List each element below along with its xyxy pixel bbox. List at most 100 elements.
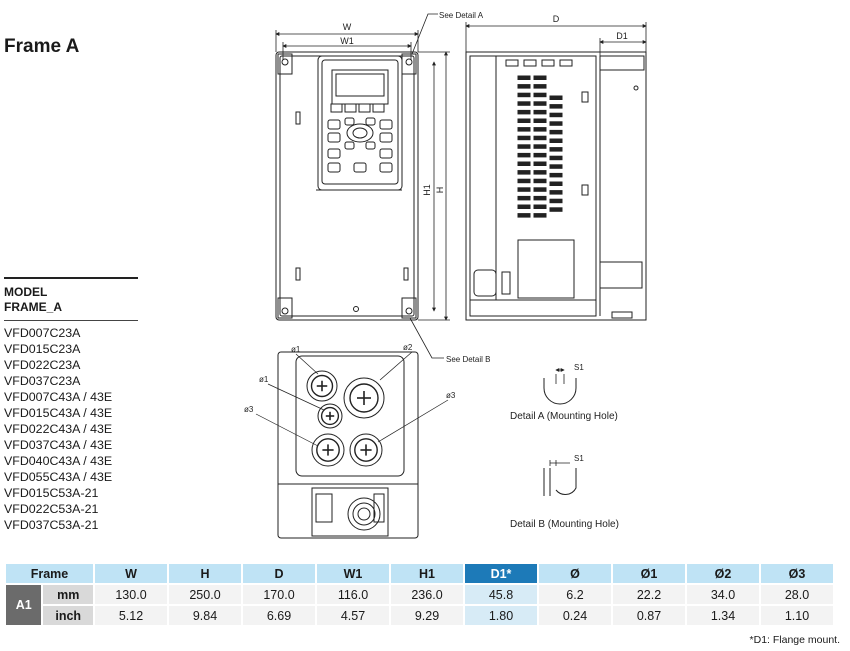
vent-slot — [533, 118, 547, 123]
dim-d-label: D — [553, 14, 560, 24]
detail-a-caption: Detail A (Mounting Hole) — [510, 411, 618, 422]
table-cell: 130.0 — [95, 585, 167, 604]
vent-slot — [533, 187, 547, 192]
vent-slot — [533, 161, 547, 166]
gland-inner — [310, 374, 334, 398]
divider — [4, 320, 138, 321]
table-cell: 9.29 — [391, 606, 463, 625]
front-view — [275, 51, 419, 321]
vent-slot — [517, 144, 531, 149]
vent-slot — [549, 147, 563, 152]
table-row: inch 5.12 9.84 6.69 4.57 9.29 1.80 0.24 … — [6, 606, 833, 625]
vent-slot — [517, 213, 531, 218]
model-list-block: MODEL FRAME_A VFD007C23A VFD015C23A VFD0… — [4, 277, 138, 533]
vent-slot — [549, 112, 563, 118]
vent-slot — [549, 198, 563, 204]
detail-b-caption: Detail B (Mounting Hole) — [510, 519, 619, 530]
gland-circle — [317, 403, 343, 429]
table-row: A1 mm 130.0 250.0 170.0 116.0 236.0 45.8… — [6, 585, 833, 625]
dim-h-label: H — [435, 187, 445, 194]
phi1-label: ø1 — [291, 345, 301, 354]
leader-line — [379, 351, 413, 381]
gland-inner — [320, 406, 340, 426]
list-item: VFD040C43A / 43E — [4, 454, 113, 468]
dim-h1-label: H1 — [422, 184, 432, 196]
list-item: VFD022C43A / 43E — [4, 422, 113, 436]
vent-slot — [517, 135, 531, 141]
vent-slot — [517, 109, 531, 115]
table-cell: 250.0 — [169, 585, 241, 604]
vent-slot — [549, 190, 563, 195]
frame-id-cell: A1 — [6, 585, 42, 625]
col-header: Ø1 — [613, 564, 685, 583]
vent-slot — [517, 127, 531, 132]
list-item: VFD037C53A-21 — [4, 518, 99, 532]
vent-slot — [517, 118, 531, 123]
leader-line — [255, 413, 319, 447]
col-header: H — [169, 564, 241, 583]
vent-slot — [517, 161, 531, 166]
side-view — [465, 51, 647, 321]
vent-slot — [549, 138, 563, 143]
gland-circle — [343, 377, 385, 419]
table-cell: 4.57 — [317, 606, 389, 625]
table-cell: 0.87 — [613, 606, 685, 625]
vent-slot — [533, 195, 547, 201]
vent-slot — [533, 204, 547, 209]
gland-circle — [306, 370, 338, 402]
s1-label-b: S1 — [574, 454, 584, 463]
table-cell: 170.0 — [243, 585, 315, 604]
table-cell: 45.8 — [465, 585, 537, 604]
list-item: VFD007C43A / 43E — [4, 390, 113, 404]
vent-slot — [549, 207, 563, 212]
gland-inner — [349, 383, 379, 413]
table-cell: 34.0 — [687, 585, 759, 604]
table-cell: 6.2 — [539, 585, 611, 604]
vent-slot — [517, 204, 531, 209]
table-cell: 116.0 — [317, 585, 389, 604]
leader-line — [267, 383, 325, 411]
vent-slot — [533, 144, 547, 149]
dim-d1-label: D1 — [616, 31, 628, 41]
table-cell: 0.24 — [539, 606, 611, 625]
model-header-line1: MODEL — [4, 285, 48, 299]
col-header: Ø2 — [687, 564, 759, 583]
list-item: VFD015C23A — [4, 342, 81, 356]
model-header-line2: FRAME_A — [4, 300, 63, 314]
vent-slot — [533, 127, 547, 132]
leader-line — [295, 353, 319, 375]
detail-a-hole — [543, 378, 577, 405]
vent-slot — [533, 152, 547, 158]
s1-label-a: S1 — [574, 363, 584, 372]
list-item: VFD022C23A — [4, 358, 81, 372]
vent-slot — [533, 92, 547, 98]
vent-slot — [517, 195, 531, 201]
cable-glands — [255, 351, 449, 467]
gland-circle — [349, 433, 383, 467]
vent-slot — [533, 213, 547, 218]
leader-line — [377, 399, 449, 443]
gland-circle — [311, 433, 345, 467]
bottom-view — [277, 351, 419, 539]
list-item: VFD007C23A — [4, 326, 81, 340]
detail-b-hole — [543, 468, 577, 496]
vent-slot — [517, 75, 531, 80]
dimension-table: Frame W H D W1 H1 D1* Ø Ø1 Ø2 Ø3 A1 mm 1… — [4, 562, 835, 627]
see-detail-b-label: See Detail B — [446, 355, 490, 364]
table-cell: 5.12 — [95, 606, 167, 625]
table-cell: 1.10 — [761, 606, 833, 625]
vent-slot — [517, 92, 531, 98]
gland-inner — [354, 438, 378, 462]
table-cell: 236.0 — [391, 585, 463, 604]
vent-slot — [517, 101, 531, 106]
list-item: VFD055C43A / 43E — [4, 470, 113, 484]
vent-slot — [533, 170, 547, 175]
vent-slot — [549, 121, 563, 126]
vent-slot — [549, 129, 563, 135]
list-item: VFD022C53A-21 — [4, 502, 99, 516]
table-cell: 22.2 — [613, 585, 685, 604]
vent-slot — [533, 109, 547, 115]
see-detail-a-label: See Detail A — [439, 11, 484, 20]
frame-header: Frame — [6, 564, 93, 583]
vent-slot — [533, 84, 547, 89]
